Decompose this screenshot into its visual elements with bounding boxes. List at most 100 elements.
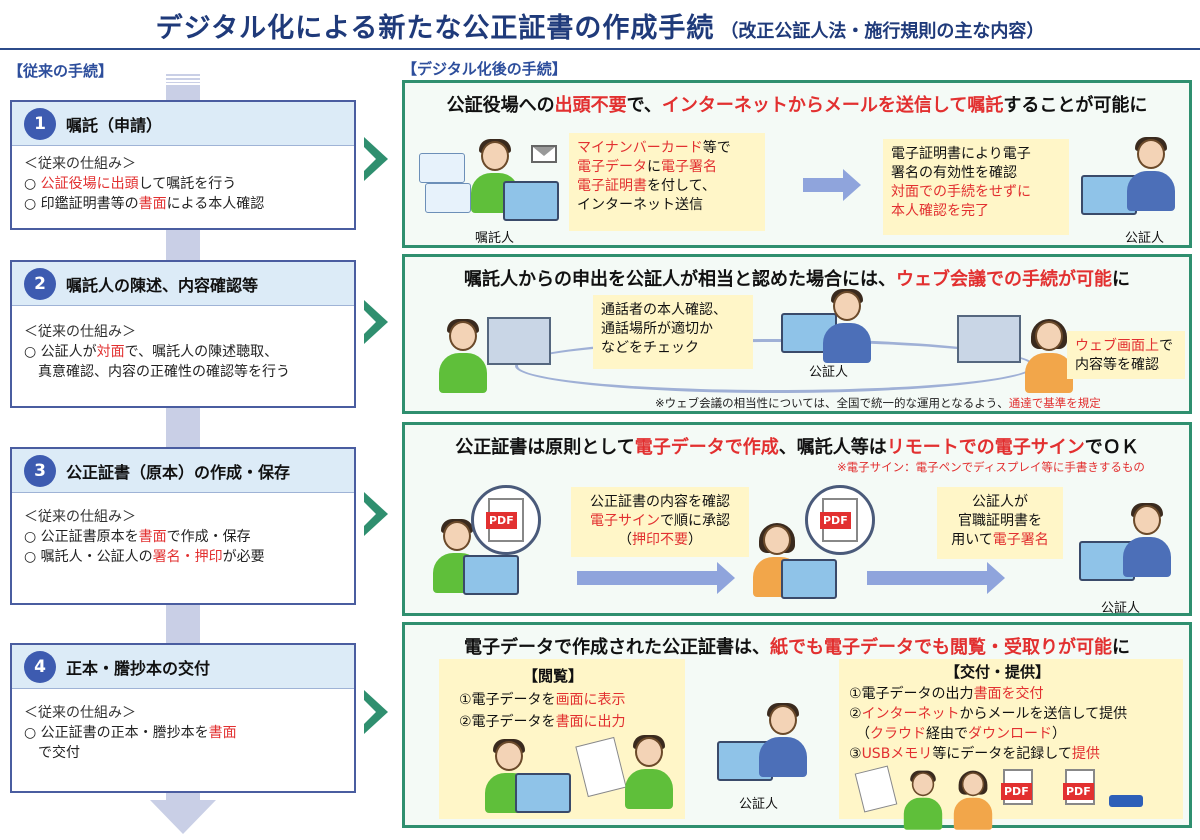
panel-1-flow-arrow-icon [803,169,861,201]
step-2-line-2: 真意確認、内容の正確性の確認等を行う [24,362,342,382]
text-segment: ①電子データを [459,692,556,708]
step-1-line-1: ○ 公証役場に出頭して嘱託を行う [24,174,342,194]
text-segment: 通話場所が適切か [601,321,713,337]
step-4-line-2: で交付 [24,743,342,763]
text-segment: 等で [702,140,731,156]
text-segment: 、嘱託人等は [778,437,887,458]
id-card-icon-2 [425,183,471,213]
panel-3-callout-right: 公証人が 官職証明書を 用いて電子署名 [937,487,1063,559]
text-segment: ウェブ画面上 [1075,338,1159,354]
client3-figure-icon [621,735,677,809]
p1-cl-line-2: 電子データに電子署名 [577,158,757,177]
email-envelope-icon [531,145,557,163]
text-segment: 画面に表示 [555,692,626,708]
text-segment: して嘱託を行う [138,176,237,192]
step-3-box: 3 公正証書（原本）の作成・保存 ＜従来の仕組み＞ ○ 公正証書原本を書面で作成… [10,447,356,605]
text-segment: 電子サイン [590,513,660,529]
step-3-chevron-icon [364,492,388,536]
client-figure-icon-5 [901,770,946,830]
step-1-line-2: ○ 印鑑証明書等の書面による本人確認 [24,194,342,214]
p3-cr-line-2: 官職証明書を [945,512,1055,531]
step-3-number: 3 [24,454,56,487]
timeline-spine-top [166,74,200,83]
p2-cl-line-1: 通話者の本人確認、 [601,301,745,320]
client-laptop-icon-3 [463,555,519,595]
panel-4: 電子データで作成された公正証書は、紙でも電子データでも閲覧・受取りが可能に 【閲… [402,622,1192,830]
text-segment: 公証人が [972,494,1028,510]
page-title: デジタル化による新たな公正証書の作成手続（改正公証人法・施行規則の主な内容） [0,6,1200,45]
deliver-title: 【交付・提供】 [945,663,1051,681]
step-4-chevron-icon [364,690,388,734]
pdf-document-icon-3: PDF [1001,769,1033,805]
text-segment: クラウド [870,726,926,742]
id-card-icon [419,153,465,183]
text-segment: 本人確認を完了 [891,203,989,219]
panel-4-headline: 電子データで作成された公正証書は、紙でも電子データでも閲覧・受取りが可能に [405,633,1189,659]
text-segment: 書面に出力 [555,714,626,730]
client-figure-icon-4 [481,739,537,813]
text-segment: ○ [24,176,41,192]
text-segment: で、嘱託人の陳述聴取、 [124,344,279,360]
pdf-label-2: PDF [820,512,851,529]
notary-figure-icon-3 [1119,503,1175,577]
text-segment: 公証役場への [446,95,555,116]
text-segment: 真意確認、内容の正確性の確認等を行う [24,364,290,380]
view-line-1: ①電子データを画面に表示 [459,689,626,709]
text-segment: 書面 [138,196,167,212]
step-1-chevron-icon [364,137,388,181]
client-laptop-icon-4 [515,773,571,813]
step-1-old-label: ＜従来の仕組み＞ [24,156,136,172]
notary-figure-icon-2 [819,289,875,363]
text-segment: （ [849,726,870,742]
view-line-2: ②電子データを書面に出力 [459,711,626,731]
text-segment: ○ 印鑑証明書等の [24,196,139,212]
panel-1-callout-right: 電子証明書により電子 署名の有効性を確認 対面での手続をせずに 本人確認を完了 [883,139,1069,235]
step-4-number: 4 [24,650,56,683]
p3-cr-line-3: 用いて電子署名 [945,531,1055,550]
p1-cr-line-1: 電子証明書により電子 [891,145,1061,164]
text-segment: ②電子データを [459,714,556,730]
p3-cl-line-2: 電子サインで順に承認 [579,512,741,531]
text-segment: することが可能に [1003,95,1148,116]
panel-2-note: ※ウェブ会議の相当性については、全国で統一的な運用となるよう、通達で基準を規定 [655,395,1101,411]
usb-memory-icon [1109,795,1143,807]
step-4-old-label: ＜従来の仕組み＞ [24,705,136,721]
title-rule [0,48,1200,50]
panel-3-flow-arrow-2-icon [867,562,1005,594]
pdf-document-icon-2: PDF [820,498,858,542]
step-3-line-1: ○ 公正証書原本を書面で作成・保存 [24,527,342,547]
deliver-line-4: ③USBメモリ等にデータを記録して提供 [849,743,1100,763]
text-segment: 提供 [1071,746,1100,762]
new-section-label: 【デジタル化後の手続】 [402,60,567,78]
step-4-line-1: ○ 公正証書の正本・謄抄本を書面 [24,723,342,743]
text-segment: マイナンバーカード [577,140,703,156]
text-segment: 電子データ [577,159,647,175]
p2-cl-line-2: 通話場所が適切か [601,320,745,339]
text-segment: 電子データで作成 [634,437,779,458]
esign-tablet-icon: PDF [471,485,541,555]
text-segment: ） [688,532,702,548]
panel-4-caption-notary: 公証人 [739,797,779,812]
step-3-line-2: ○ 嘱託人・公証人の署名・押印が必要 [24,547,342,567]
step-1-body: ＜従来の仕組み＞ ○ 公証役場に出頭して嘱託を行う ○ 印鑑証明書等の書面による… [12,146,354,222]
client2-figure-icon [1021,319,1077,393]
text-segment: 対面での手続をせずに [891,184,1031,200]
old-section-label: 【従来の手続】 [8,62,114,80]
text-segment: に [1112,637,1130,658]
step-1-number: 1 [24,107,56,140]
title-main: デジタル化による新たな公正証書の作成手続 [155,13,715,44]
panel-1-callout-left: マイナンバーカード等で 電子データに電子署名 電子証明書を付して、 インターネッ… [569,133,765,231]
pdf-label-4: PDF [1063,783,1094,800]
text-segment: リモートでの電子サイン [886,437,1085,458]
step-1-title: 嘱託（申請） [66,115,163,135]
text-segment: 電子証明書 [577,178,647,194]
pdf-label: PDF [486,512,517,529]
text-segment: が必要 [222,549,265,565]
text-segment: インターネット [861,706,960,722]
step-2-box: 2 嘱託人の陳述、内容確認等 ＜従来の仕組み＞ ○ 公証人が対面で、嘱託人の陳述… [10,260,356,408]
timeline-down-arrow-icon [150,800,216,834]
step-2-head: 2 嘱託人の陳述、内容確認等 [12,262,354,306]
view-title: 【閲覧】 [523,667,584,685]
text-segment: 署名・押印 [152,549,223,565]
p2-cr-line-2: 内容等を確認 [1075,356,1177,375]
